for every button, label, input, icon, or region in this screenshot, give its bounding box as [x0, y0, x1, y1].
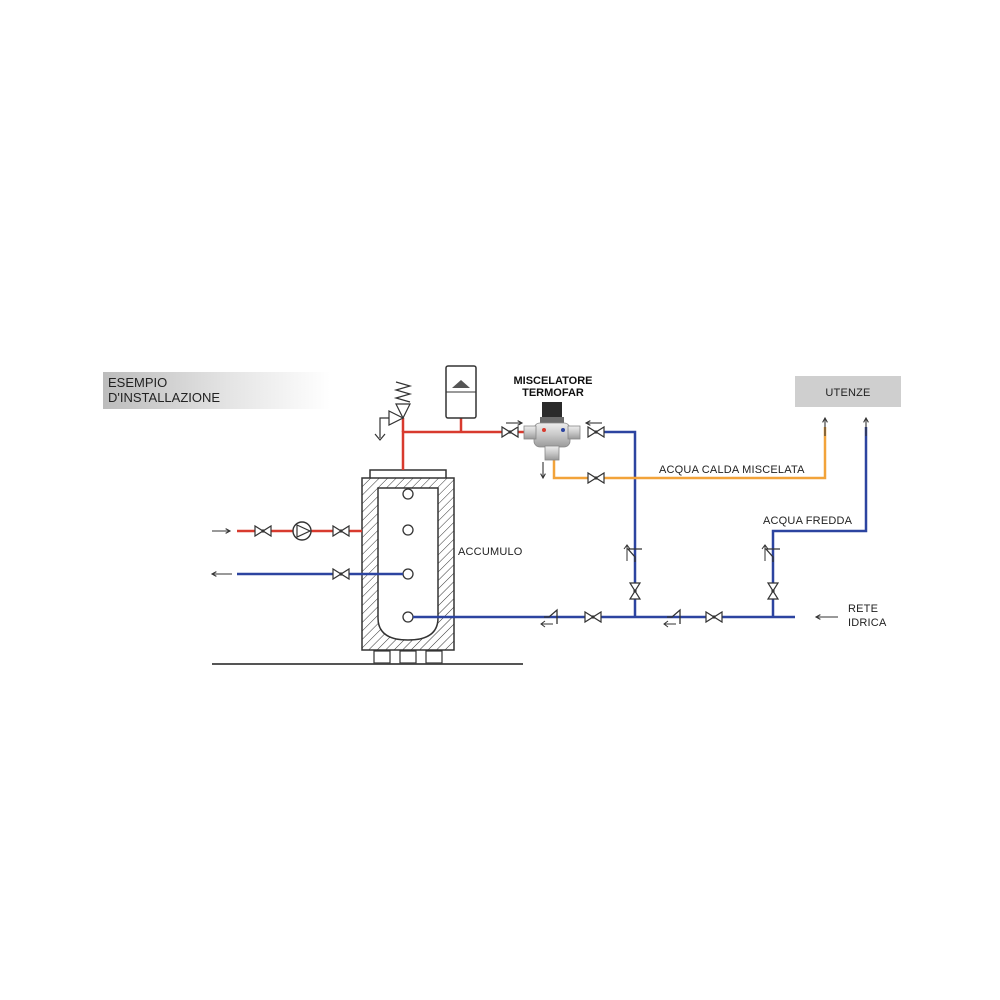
acqua-fredda-label: ACQUA FREDDA: [763, 515, 853, 527]
ball-valve-icon: [332, 524, 350, 538]
flow-arrow-icon: [540, 462, 546, 480]
utenze-box: UTENZE: [795, 376, 901, 407]
ball-valve-icon: [332, 567, 350, 581]
check-valve-icon: [540, 608, 558, 628]
rete-label: RETE: [848, 603, 878, 615]
check-valve-icon: [623, 544, 642, 562]
ball-valve-icon: [705, 610, 723, 624]
flow-arrow-icon: [210, 571, 232, 577]
safety-valve: [374, 381, 413, 441]
idrica-label: IDRICA: [848, 617, 887, 629]
flow-arrow-icon: [506, 420, 524, 426]
flow-arrow-icon: [822, 416, 828, 436]
ball-valve-icon: [766, 582, 780, 600]
acqua-calda-miscelata-label: ACQUA CALDA MISCELATA: [659, 464, 805, 476]
check-valve-icon: [761, 544, 780, 562]
flow-arrow-icon: [212, 528, 232, 534]
flow-arrow-icon: [863, 416, 869, 436]
title-box: ESEMPIO D'INSTALLAZIONE: [103, 372, 330, 409]
ball-valve-icon: [501, 425, 519, 439]
check-valve-icon: [663, 608, 681, 628]
ball-valve-icon: [587, 425, 605, 439]
accumulo-label: ACCUMULO: [458, 546, 523, 558]
mixing-valve: [523, 402, 581, 461]
title-line1: ESEMPIO: [108, 375, 167, 390]
utenze-label: UTENZE: [825, 387, 870, 399]
flow-arrow-icon: [814, 614, 838, 620]
mixer-label-line1: MISCELATORE: [513, 375, 592, 387]
fittings-layer: [210, 416, 869, 628]
mixer-label-line2: TERMOFAR: [522, 387, 584, 399]
pump-icon: [292, 521, 312, 541]
cold-water-pipes: [237, 427, 868, 619]
title-line2: D'INSTALLAZIONE: [108, 390, 220, 405]
ball-valve-icon: [254, 524, 272, 538]
ball-valve-icon: [587, 471, 605, 485]
storage-tank: [361, 469, 455, 664]
flow-arrow-icon: [584, 420, 602, 426]
mixed-water-pipes: [552, 427, 827, 480]
expansion-vessel: [445, 365, 477, 432]
ball-valve-icon: [628, 582, 642, 600]
ball-valve-icon: [584, 610, 602, 624]
